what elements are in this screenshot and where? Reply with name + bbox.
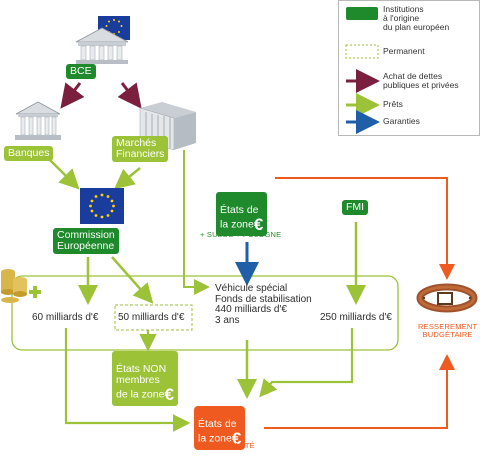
belt-icon [416, 283, 478, 313]
arrow-bce-marches [117, 82, 142, 109]
euro-icon: € [231, 429, 242, 449]
arrow-bce-banques [60, 82, 85, 109]
legend-permanent: Permanent [383, 46, 425, 56]
vehicule-label: Véhicule spécial Fonds de stabilisation … [215, 283, 312, 326]
arrow-commission-50 [111, 256, 154, 304]
etats-zone-box: États de la zone€ [216, 192, 268, 236]
arrow-etats-resserrement [275, 177, 455, 280]
amount-50-label: 50 milliards d'€ [118, 312, 185, 323]
bce-building-icon [75, 16, 130, 64]
permanent-dashed-box [114, 304, 193, 331]
etats-non-box: États NON membres de la zone€ [112, 351, 178, 406]
eu-flag-icon [80, 188, 124, 224]
arrow-60-difficulte [64, 328, 191, 432]
arrow-difficulte-resserrement [264, 354, 455, 429]
en-difficulte-label: EN DIFFICULTÉ [197, 441, 255, 450]
amount-60-label: 60 milliards d'€ [32, 312, 99, 323]
arrow-banques-commission [49, 159, 80, 190]
euro-icon: € [164, 385, 174, 405]
etats-zone-label: États de la zone [220, 204, 259, 231]
legend-prets: Prêts [383, 99, 403, 109]
suede-pologne-label: + SUÈDE + POLOGNE [200, 230, 282, 239]
legend-garanties: Garanties [383, 116, 420, 126]
marches-label: Marchés Financiers [112, 136, 169, 163]
amount-250-label: 250 milliards d'€ [320, 312, 392, 323]
legend-institutions: Institutions à l'origine du plan europée… [383, 4, 450, 32]
fmi-label: FMI [342, 200, 369, 216]
coins-icon [1, 269, 41, 303]
fund-region-frame [11, 275, 399, 351]
arrow-250-difficulte [259, 328, 354, 398]
etats-difficulte-box: États de la zone€ [194, 406, 246, 450]
arrow-marches-commission [114, 167, 141, 190]
resserrement-label: RESSEREMENT BUDGÉTAIRE [418, 322, 478, 339]
legend: Institutions à l'origine du plan europée… [338, 0, 480, 136]
euro-icon: € [253, 215, 264, 235]
arrow-marches-vehicule [183, 150, 210, 295]
etats-difficulte-label: États de la zone [198, 418, 237, 445]
commission-label: Commission Européenne [53, 228, 119, 255]
banques-building-icon [15, 101, 61, 140]
etats-non-label: États NON membres de la zone [116, 363, 167, 401]
banques-label: Banques [4, 146, 54, 162]
bce-label: BCE [66, 64, 96, 80]
legend-achat: Achat de dettes publiques et privées [383, 71, 459, 90]
